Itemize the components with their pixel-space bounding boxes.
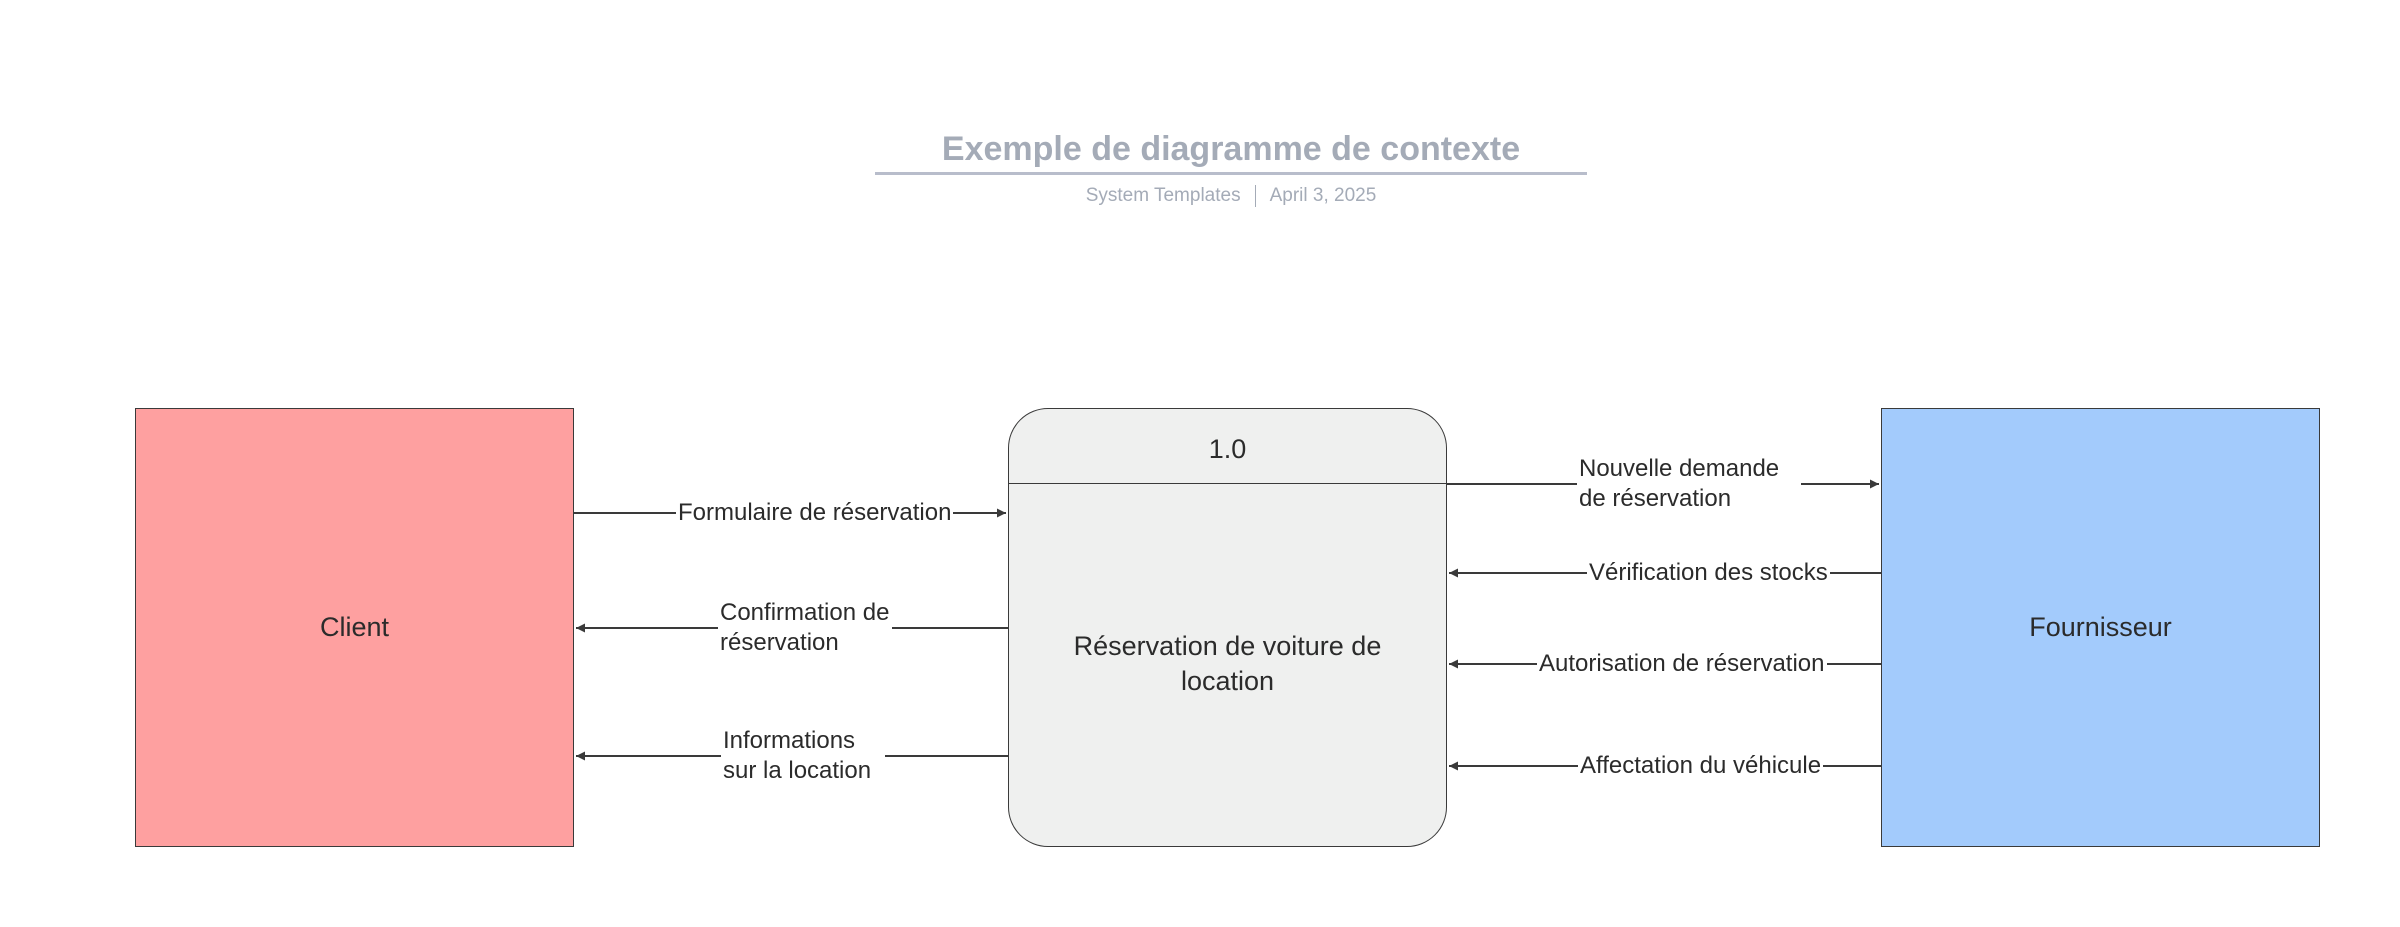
date-label: April 3, 2025	[1269, 185, 1377, 206]
process-id: 1.0	[1009, 409, 1446, 484]
flow-label-process-to-client-info: Informations sur la location	[721, 726, 885, 786]
entity-supplier-label: Fournisseur	[2029, 612, 2172, 642]
entity-supplier[interactable]: Fournisseur	[1881, 408, 2320, 847]
diagram-meta: System Templates April 3, 2025	[875, 185, 1587, 207]
process-node[interactable]: 1.0 Réservation de voiture de location	[1008, 408, 1447, 847]
flow-label-supplier-assignment: Affectation du véhicule	[1578, 751, 1824, 781]
flow-label-client-to-process: Formulaire de réservation	[676, 498, 954, 528]
flow-label-process-to-supplier: Nouvelle demande de réservation	[1577, 454, 1801, 514]
diagram-header: Exemple de diagramme de contexte System …	[875, 126, 1587, 207]
flow-label-supplier-authorization: Autorisation de réservation	[1537, 649, 1827, 679]
entity-client-label: Client	[319, 612, 390, 642]
process-name: Réservation de voiture de location	[1073, 631, 1382, 696]
author-label: System Templates	[1085, 185, 1241, 206]
flow-label-process-to-client-confirm: Confirmation de réservation	[718, 598, 892, 658]
entity-client[interactable]: Client	[135, 408, 574, 847]
diagram-title: Exemple de diagramme de contexte	[875, 126, 1587, 175]
flow-label-supplier-stock-check: Vérification des stocks	[1587, 558, 1830, 588]
meta-divider	[1254, 185, 1256, 207]
